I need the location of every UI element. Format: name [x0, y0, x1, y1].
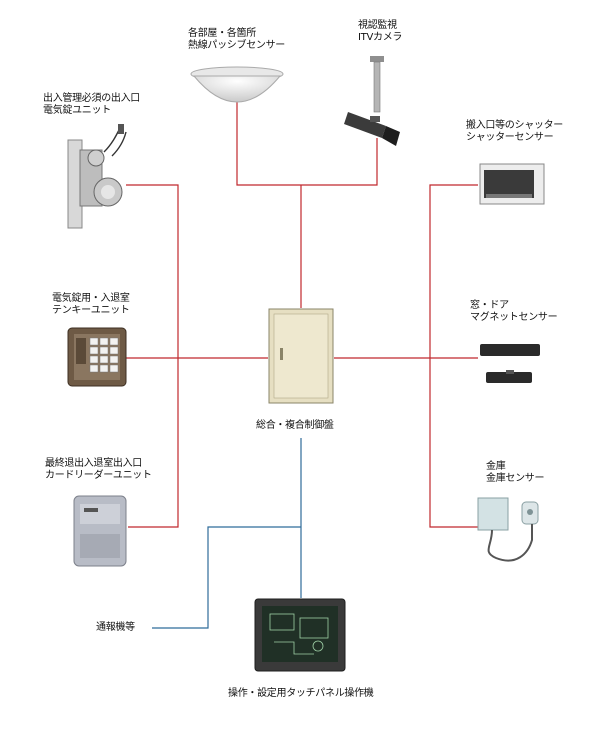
- tenkey-icon: [66, 326, 128, 388]
- tenkey-label-2: テンキーユニット: [52, 305, 130, 316]
- camera-label: 視認監視 ITVカメラ: [358, 20, 402, 44]
- shutter-sensor-label-1: 搬入口等のシャッター: [466, 120, 563, 131]
- card-reader-label: 最終退出入退室出入口 カードリーダーユニット: [45, 458, 152, 482]
- safe-sensor-label: 金庫 金庫センサー: [486, 461, 545, 485]
- magnet-sensor-label: 窓・ドア マグネットセンサー: [470, 300, 558, 324]
- wire-comm: [152, 526, 301, 629]
- passive-sensor-label: 各部屋・各箇所 熱線パッシブセンサー: [188, 28, 285, 52]
- wire-shutter-safe: [429, 184, 478, 528]
- safe-sensor-label-2: 金庫センサー: [486, 473, 545, 484]
- electric-lock-label-1: 出入管理必須の出入口: [43, 93, 140, 104]
- touch-panel-label: 操作・設定用タッチパネル操作機: [228, 688, 374, 699]
- safe-sensor-icon: [476, 494, 556, 574]
- electric-lock-icon: [60, 122, 132, 232]
- touch-panel-icon: [254, 598, 346, 672]
- electric-lock-label: 出入管理必須の出入口 電気錠ユニット: [43, 93, 140, 117]
- control-panel-icon: [268, 308, 334, 404]
- tenkey-label-1: 電気錠用・入退室: [52, 293, 130, 304]
- control-panel-label: 総合・複合制御盤: [256, 420, 334, 431]
- wire-sensor-camera: [236, 100, 378, 186]
- camera-label-1: 視認監視: [358, 20, 397, 31]
- magnet-sensor-icon: [478, 340, 544, 390]
- camera-label-2: ITVカメラ: [358, 32, 403, 43]
- wire-card-reader: [128, 358, 179, 528]
- passive-sensor-label-2: 熱線パッシブセンサー: [188, 40, 285, 51]
- safe-sensor-label-1: 金庫: [486, 461, 506, 472]
- card-reader-label-2: カードリーダーユニット: [45, 470, 152, 481]
- magnet-sensor-label-2: マグネットセンサー: [470, 312, 558, 323]
- shutter-sensor-label-2: シャッターセンサー: [466, 132, 554, 143]
- wire-lock: [126, 184, 179, 358]
- comm-device-label: 通報機等: [96, 622, 135, 633]
- electric-lock-label-2: 電気錠ユニット: [43, 105, 111, 116]
- passive-sensor-icon: [188, 64, 286, 112]
- shutter-sensor-label: 搬入口等のシャッター シャッターセンサー: [466, 120, 563, 144]
- card-reader-icon: [72, 494, 128, 568]
- tenkey-label: 電気錠用・入退室 テンキーユニット: [52, 293, 130, 317]
- passive-sensor-label-1: 各部屋・各箇所: [188, 28, 256, 39]
- card-reader-label-1: 最終退出入退室出入口: [45, 458, 142, 469]
- camera-icon: [340, 54, 410, 150]
- shutter-sensor-icon: [478, 160, 548, 208]
- magnet-sensor-label-1: 窓・ドア: [470, 300, 509, 311]
